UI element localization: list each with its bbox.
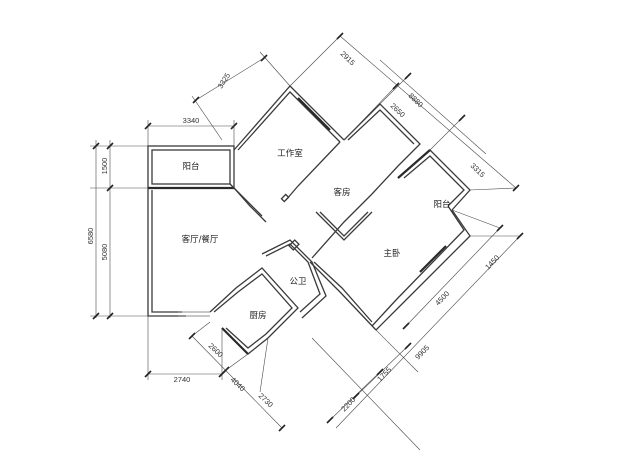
bath-inner-wall [265,243,321,313]
guest-lower-wall-2 [319,211,369,237]
dim-top-diag-b: 8880 [407,91,425,109]
living-outer-wall [147,188,186,317]
study-inner-wall [237,91,341,151]
room-labels: 阳台 客厅/餐厅 工作室 客房 阳台 主卧 公卫 厨房 [182,148,451,321]
bath-door-jamb [288,239,300,251]
guest-lower-wall [315,211,373,241]
dim-bottom-b: 4040 [229,375,247,393]
dim-top-diag-c: 2650 [389,101,407,119]
room-label-balcony-left: 阳台 [182,161,199,172]
master-lower-wall-2 [313,261,373,323]
dim-bottom-c: 2730 [257,391,275,409]
dim-left-total: 6580 [86,228,95,245]
balcony-left-inner [151,149,231,185]
dim-bottom-f: 9905 [413,343,431,361]
study-divider [285,141,341,201]
study-window [297,97,331,131]
dim-bottom-e: 1755 [375,365,393,383]
kitchen-inner-wall [213,273,293,349]
living-diag-wall-2 [229,183,263,217]
master-divider [311,193,373,259]
room-label-public-bath: 公卫 [289,277,307,287]
dim-left-b: 5080 [100,244,109,261]
room-label-kitchen: 厨房 [249,310,266,321]
master-window [419,245,447,273]
dimensions-left: 6580 1500 5080 [86,140,148,320]
living-inner-wall [151,190,182,313]
study-outer-wall [233,85,345,151]
dim-left-a: 1500 [100,158,109,175]
guest-inner-wall [347,109,415,145]
room-label-balcony-right: 阳台 [433,199,450,210]
dim-top-diag-d: 3315 [469,161,487,179]
balcony-right-rail [397,149,431,179]
room-label-study: 工作室 [277,148,303,159]
dim-top-diag-a: 2915 [339,49,357,67]
kitchen-window [221,327,249,355]
room-label-master-bedroom: 主卧 [383,248,401,259]
dimensions-bottom: 2740 2600 4040 2730 2200 1755 9905 [144,316,431,451]
dimensions-right: 1450 4500 [335,209,524,429]
dimensions-top: 3340 3325 2915 8880 2650 3315 [144,32,520,192]
bath-outer-wall [261,239,327,319]
study-door-jamb [280,193,290,203]
guest-outer-wall [343,103,421,195]
master-lower-wall [309,261,377,331]
dim-top-diag-left: 3325 [216,71,232,90]
dim-top-left-width: 3340 [183,116,200,125]
dim-right-a: 4500 [433,289,451,307]
master-outer-wall [375,209,471,331]
room-label-guest-room: 客房 [333,187,350,198]
dim-right-b: 1450 [483,253,501,271]
dim-bottom-left: 2740 [174,375,191,384]
master-inner-wall [371,205,465,327]
balcony-right-inner [403,155,465,207]
room-label-living-dining: 客厅/餐厅 [182,234,219,245]
